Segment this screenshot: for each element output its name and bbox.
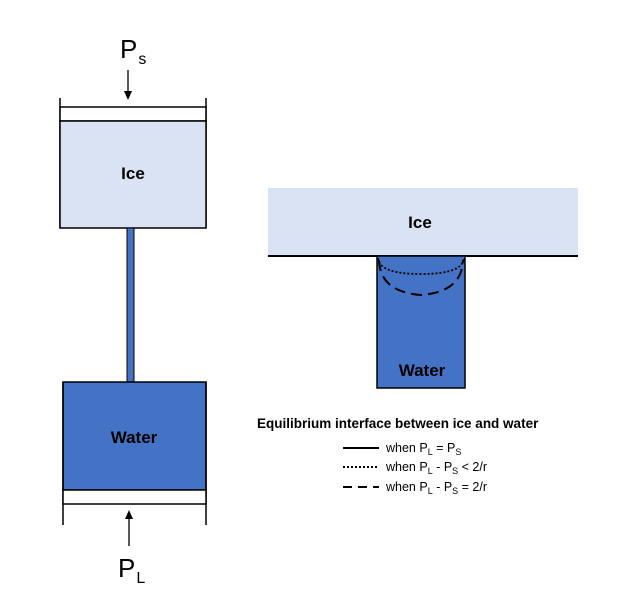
legend-item-dotted: when PL - PS < 2/r (385, 460, 487, 476)
legend-item-solid: when PL = PS (385, 441, 461, 457)
legend-item-dashed: when PL - PS = 2/r (385, 480, 487, 496)
right-ice-label: Ice (408, 213, 432, 232)
top-pressure-label: Ps (120, 34, 146, 68)
dotted-interface-curve (377, 257, 465, 275)
right-detail: Ice Water (268, 188, 578, 389)
upper-ice-label: Ice (121, 164, 145, 183)
top-pressure-arrowhead (124, 91, 132, 100)
right-ice-slab (268, 188, 578, 256)
right-water-label: Water (399, 361, 446, 380)
legend-title: Equilibrium interface between ice and wa… (257, 416, 539, 431)
legend: Equilibrium interface between ice and wa… (257, 416, 539, 496)
upper-ice-block (59, 120, 207, 229)
top-piston (59, 106, 207, 122)
left-apparatus: Ps Ice Water PL (59, 34, 207, 587)
bottom-pressure-arrowhead (125, 510, 133, 519)
right-water-column (376, 255, 466, 389)
lower-water-label: Water (111, 428, 158, 447)
dashed-interface-curve (378, 259, 464, 297)
bottom-piston (62, 489, 207, 505)
capillary-tube (126, 227, 135, 383)
lower-water-block (62, 381, 207, 491)
bottom-pressure-label: PL (118, 553, 145, 587)
